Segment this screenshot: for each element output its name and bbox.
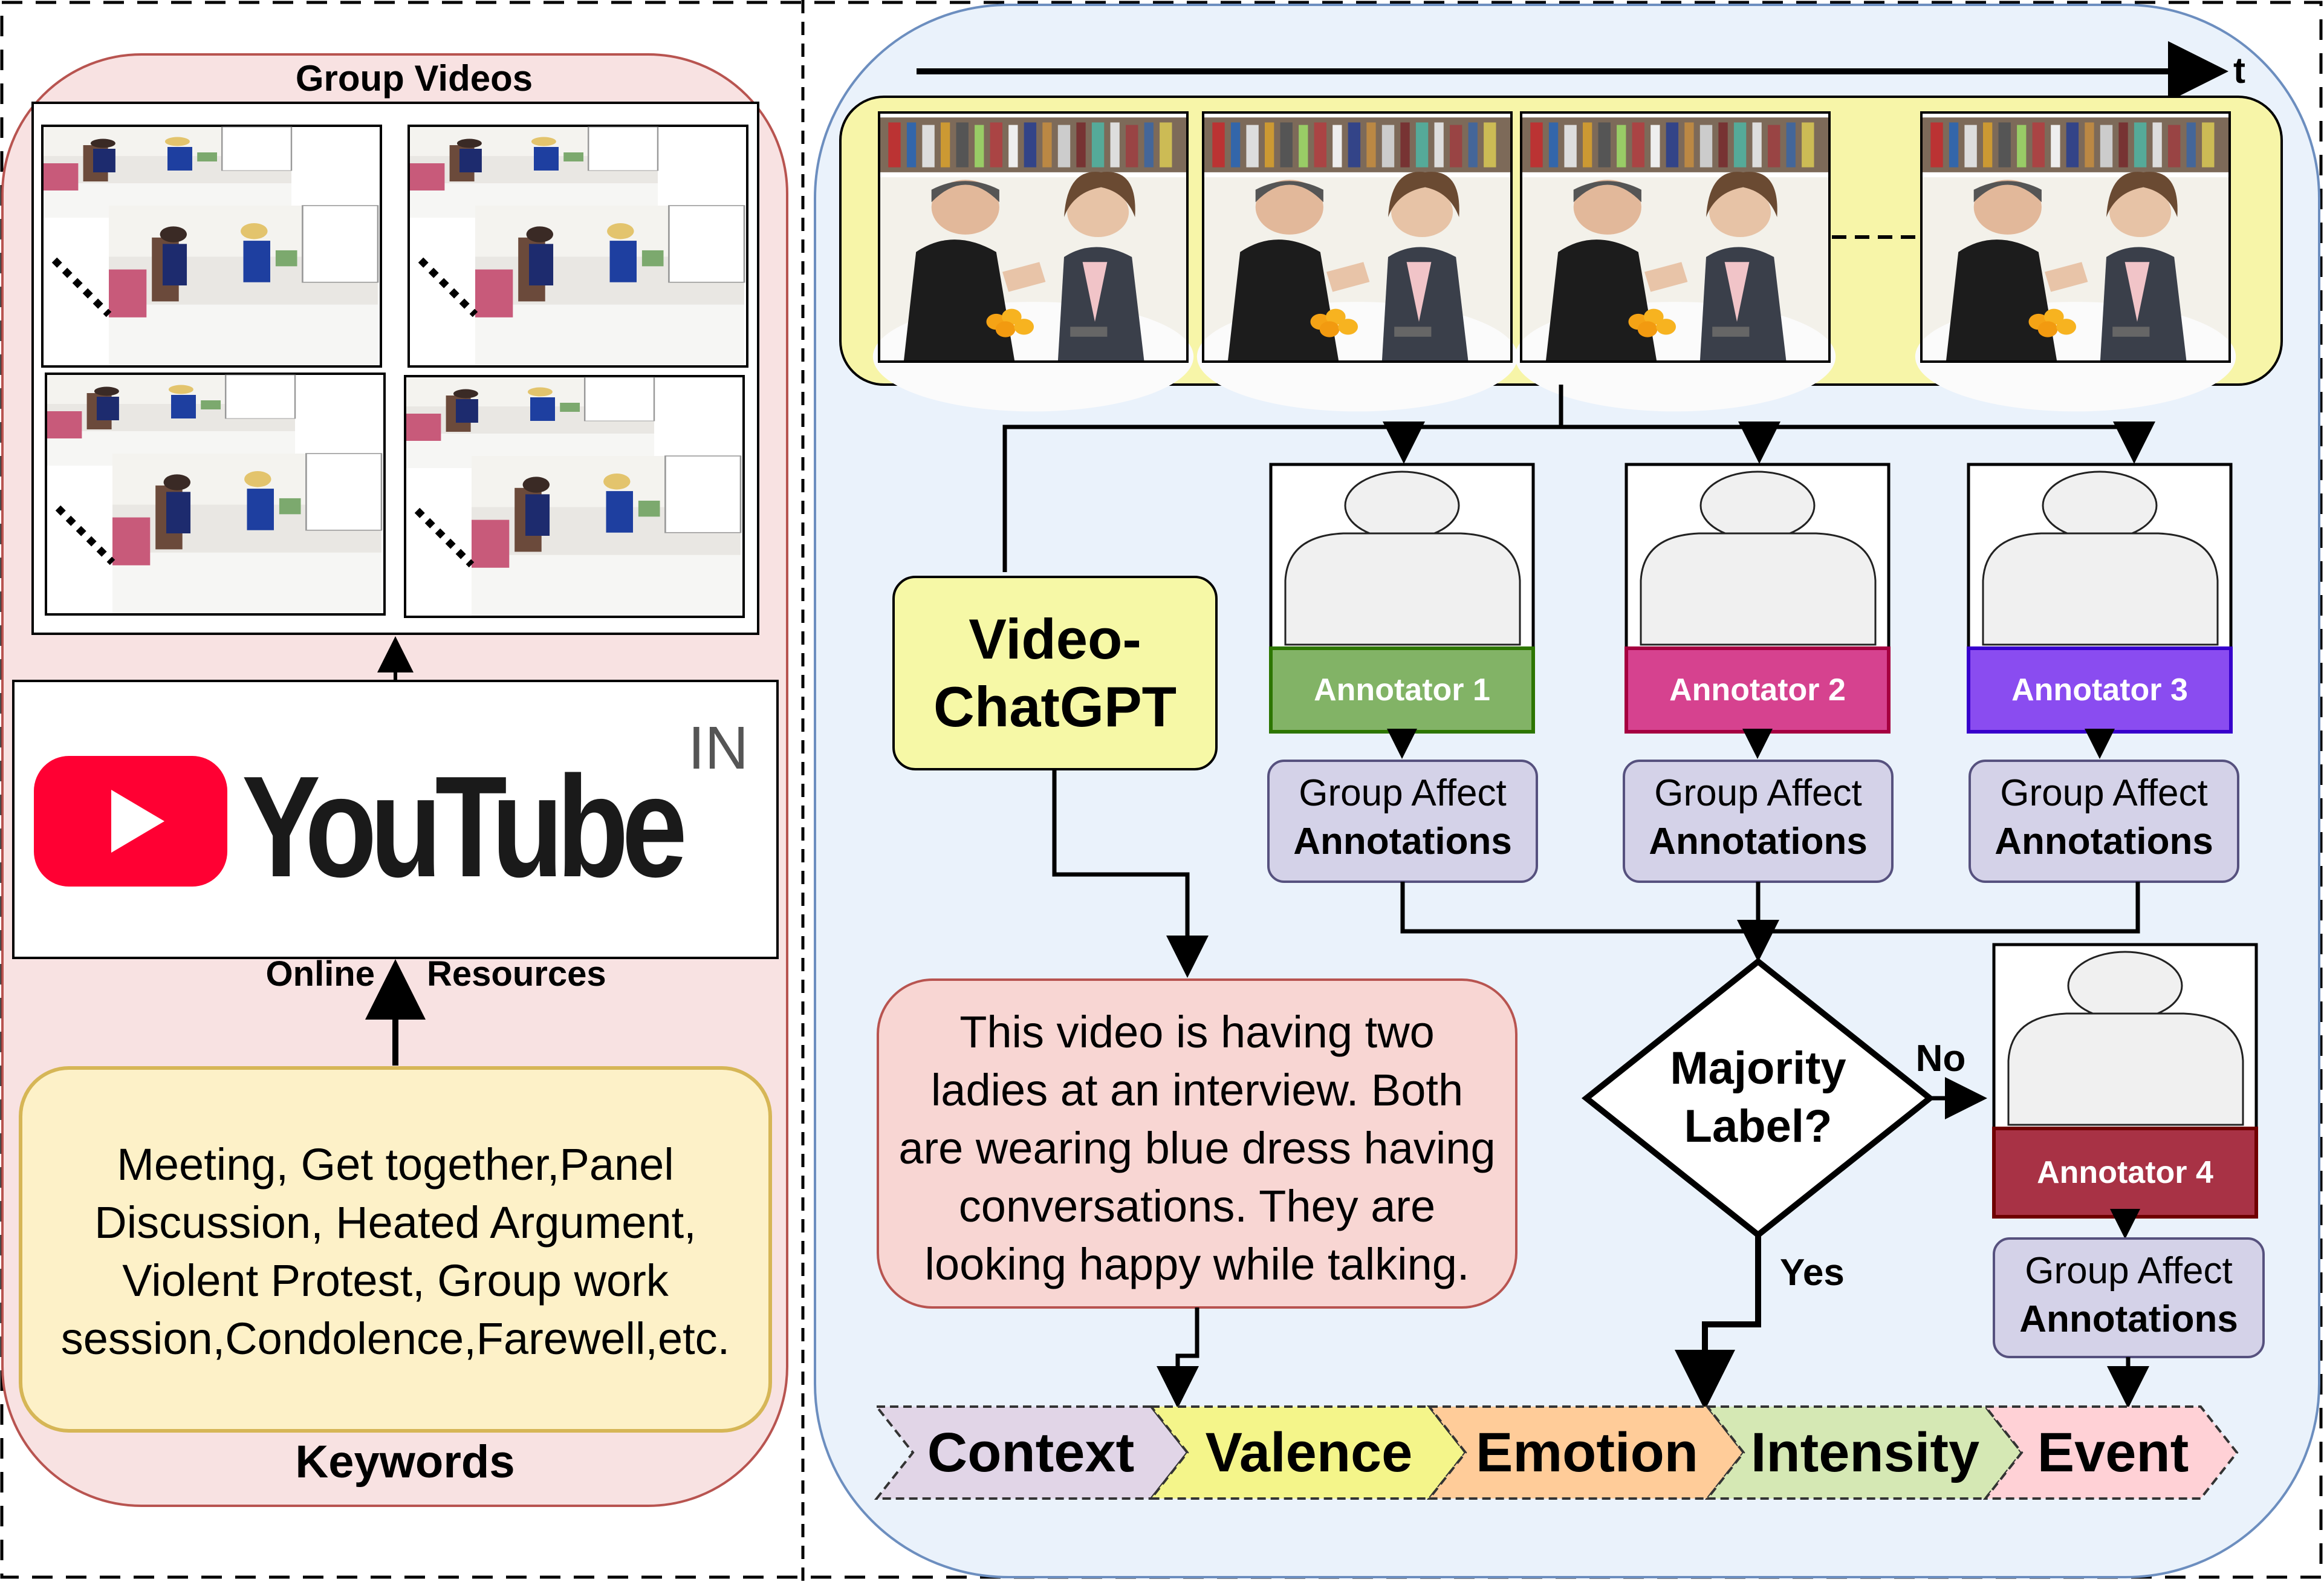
group-video-thumbnail xyxy=(45,373,386,616)
resources-label: Resources xyxy=(427,954,606,994)
youtube-region: IN xyxy=(688,714,748,782)
video-frame xyxy=(1514,111,1836,412)
emotion-label: Emotion xyxy=(1476,1421,1698,1483)
context-label: Context xyxy=(927,1421,1135,1483)
annotator-to-annotations-arrows xyxy=(1387,729,2115,759)
annotator-4-label-box xyxy=(1992,1127,2258,1219)
group-affect-annotations-text: Group Affect Annotations xyxy=(2019,1250,2238,1340)
group-video-thumbnail xyxy=(404,375,745,618)
video-chatgpt-label: Video-ChatGPT xyxy=(933,607,1177,738)
caption-to-context-arrow xyxy=(1157,1307,1199,1408)
annotator-3-label-box xyxy=(1967,646,2233,734)
group-affect-annotations-box xyxy=(1969,760,2239,883)
youtube-play-icon xyxy=(34,756,227,887)
output-intensity xyxy=(1704,1405,2024,1500)
annotator-avatar xyxy=(1967,463,2233,650)
annotator-avatar xyxy=(1992,943,2258,1130)
group-affect-annotations-text: Group Affect Annotations xyxy=(1649,772,1868,862)
no-label: No xyxy=(1915,1037,1966,1079)
distribution-connectors xyxy=(1002,385,2155,572)
keywords-title: Keywords xyxy=(295,1436,515,1488)
intensity-label: Intensity xyxy=(1750,1421,1980,1483)
video-frame xyxy=(1915,111,2236,412)
video-frame xyxy=(872,111,1194,412)
valence-label: Valence xyxy=(1205,1421,1413,1483)
group-affect-annotations-text: Group Affect Annotations xyxy=(1293,772,1512,862)
annotator-1-label: Annotator 1 xyxy=(1314,672,1490,708)
annotator-1-label-box xyxy=(1269,646,1535,734)
annotator-2-label: Annotator 2 xyxy=(1669,672,1846,708)
event-label: Event xyxy=(2037,1421,2189,1483)
annotator-2-label-box xyxy=(1625,646,1891,734)
group-videos-title: Group Videos xyxy=(295,57,533,99)
output-valence xyxy=(1148,1405,1467,1500)
annotator-3-label: Annotator 3 xyxy=(2011,672,2188,708)
annotator-avatar xyxy=(1625,463,1891,650)
group-affect-annotations-text: Group Affect Annotations xyxy=(1995,772,2213,862)
yes-arrow xyxy=(1675,1235,1761,1410)
keywords-text: Meeting, Get together,Panel Discussion, … xyxy=(60,1139,730,1364)
output-emotion xyxy=(1426,1405,1745,1500)
caption-text: This video is having two ladies at an in… xyxy=(898,1007,1496,1289)
keywords-box xyxy=(19,1066,772,1433)
group-video-thumbnail xyxy=(41,125,382,368)
annotator-avatar xyxy=(1269,463,1535,650)
online-label: Online xyxy=(265,954,375,994)
output-event xyxy=(1982,1405,2239,1500)
group-video-thumbnail xyxy=(407,125,748,368)
merge-connectors xyxy=(1400,882,2140,962)
video-frame xyxy=(1196,111,1518,412)
majority-label-text: Majority Label? xyxy=(1670,1043,1846,1152)
annotator-4-label: Annotator 4 xyxy=(2037,1155,2213,1190)
time-label: t xyxy=(2233,50,2245,91)
yes-label: Yes xyxy=(1780,1251,1845,1294)
youtube-wordmark: YouTube xyxy=(242,747,687,907)
chatgpt-to-caption-arrow xyxy=(1052,769,1209,978)
